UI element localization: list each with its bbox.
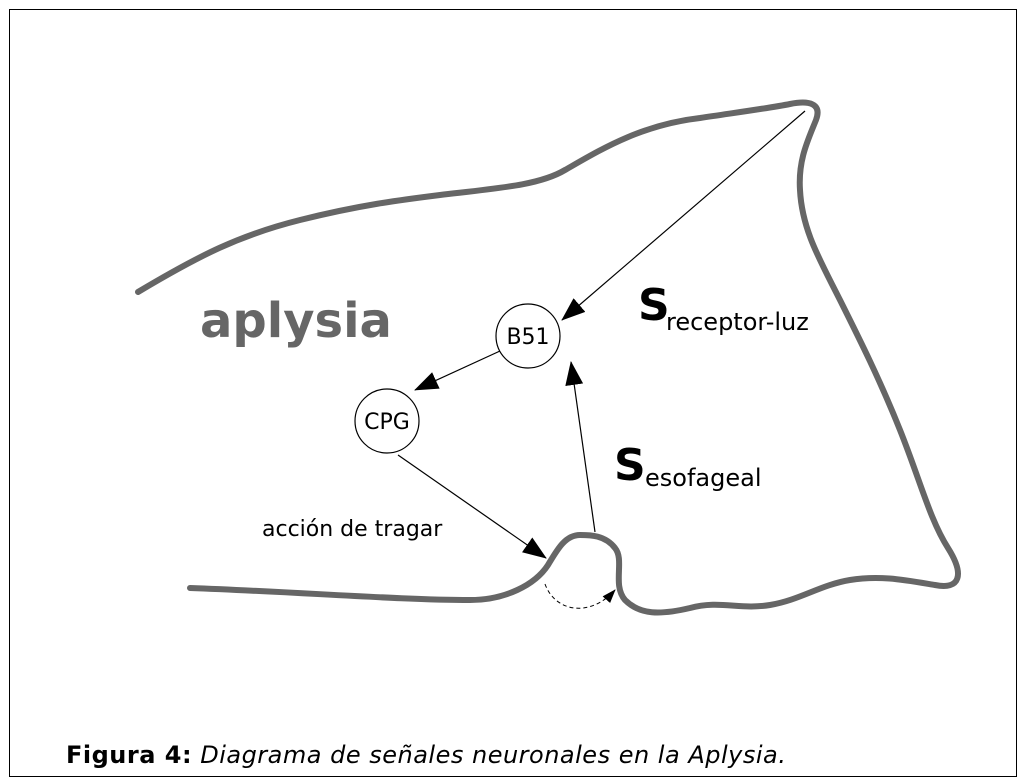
- esophageal-signal-subscript: esofageal: [645, 464, 761, 492]
- esophageal-signal-arrow: [565, 361, 596, 533]
- b51-to-cpg-arrow: [414, 350, 501, 391]
- receptor-signal-label: S receptor-luz: [638, 280, 809, 336]
- b51-node: B51: [495, 303, 561, 369]
- receptor-signal-arrow: [561, 110, 806, 321]
- b51-label: B51: [506, 325, 549, 350]
- receptor-signal-symbol: S: [638, 280, 670, 331]
- esophageal-signal-label: S esofageal: [614, 440, 761, 492]
- swallow-action-label: acción de tragar: [262, 517, 443, 542]
- caption-label: Figura 4:: [66, 741, 193, 769]
- cpg-node: CPG: [354, 388, 420, 454]
- organism-label: aplysia: [200, 293, 392, 349]
- aplysia-body-outline: [135, 99, 961, 616]
- swallow-dashed-arrow: [544, 583, 616, 609]
- figure-caption: Figura 4: Diagrama de señales neuronales…: [66, 741, 786, 769]
- caption-text: Diagrama de señales neuronales en la Apl…: [200, 741, 787, 769]
- figure-frame: [9, 9, 1017, 777]
- cpg-label: CPG: [364, 410, 410, 435]
- cpg-to-swallow-arrow: [397, 454, 547, 559]
- receptor-signal-subscript: receptor-luz: [666, 308, 809, 336]
- esophageal-signal-symbol: S: [614, 440, 646, 491]
